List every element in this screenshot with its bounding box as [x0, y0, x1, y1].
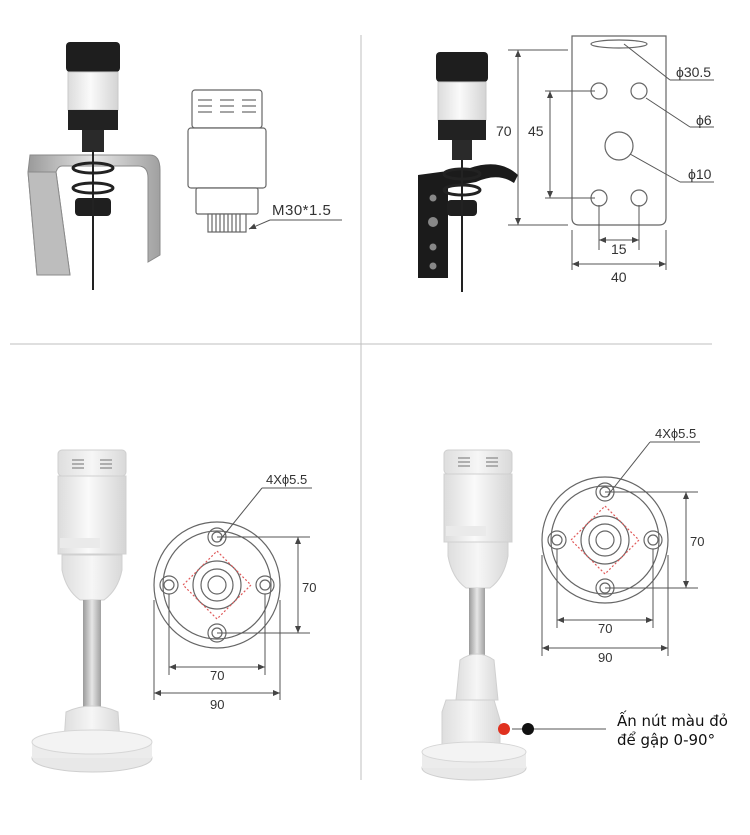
- flange-drawing-right: [541, 476, 669, 604]
- flange-drawing-left: [153, 521, 281, 649]
- u-bracket-image: [27, 154, 161, 276]
- label-hole-br: 4Xϕ5.5: [655, 426, 696, 441]
- fold-button-red[interactable]: [498, 723, 510, 735]
- panel-top-right: 70 45 15 40 ϕ30.5 ϕ6 ϕ10: [418, 35, 714, 292]
- dim-height-holes: 45: [528, 123, 544, 139]
- panel-bottom-right: 4Xϕ5.5 70 70 90: [421, 426, 704, 781]
- tower-light-image: [66, 42, 120, 290]
- label-hole-small: ϕ6: [696, 112, 712, 128]
- dim-inner-bl: 70: [210, 668, 224, 683]
- callout-dot: [522, 723, 534, 735]
- dim-outer-bl: 90: [210, 697, 224, 712]
- panel-bottom-left: 4Xϕ5.5 70 70 90: [31, 449, 316, 773]
- dim-vert-bl: 70: [302, 580, 316, 595]
- tower-outline-drawing: [187, 89, 267, 233]
- dim-outer-br: 90: [598, 650, 612, 665]
- dim-vert-br: 70: [690, 534, 704, 549]
- label-hole-top: ϕ30.5: [676, 64, 711, 80]
- tower-light-image-2: [436, 52, 488, 292]
- dim-width-total: 40: [611, 269, 627, 285]
- dim-width-holes: 15: [611, 241, 627, 257]
- tower-pole-image: [31, 449, 153, 773]
- panel-top-left: M30*1.5: [27, 42, 342, 290]
- fold-note-line2: để gập 0-90°: [617, 731, 716, 749]
- label-hole-bl: 4Xϕ5.5: [266, 472, 307, 487]
- tower-foldable-image: [421, 449, 527, 781]
- plate-drawing: [571, 35, 667, 226]
- l-bracket-image: [418, 164, 518, 278]
- thread-leader: [248, 219, 271, 230]
- fold-note-line1: Ấn nút màu đỏ: [617, 712, 728, 730]
- fold-note: Ấn nút màu đỏ để gập 0-90°: [617, 712, 728, 750]
- dim-inner-br: 70: [598, 621, 612, 636]
- label-hole-center: ϕ10: [688, 166, 712, 182]
- dim-height-total: 70: [496, 123, 512, 139]
- thread-label: M30*1.5: [272, 202, 331, 219]
